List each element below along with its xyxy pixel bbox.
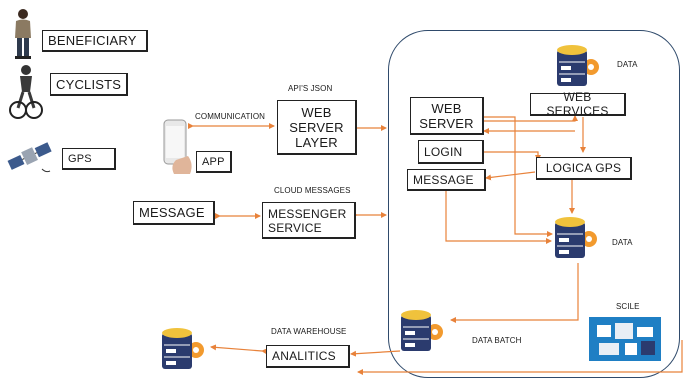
messenger-line-2: SERVICE [268, 221, 322, 235]
analitics-label: ANALITICS [272, 349, 336, 363]
web-server-layer-line-2: SERVER [289, 119, 344, 135]
web-server-line-2: SERVER [419, 115, 474, 131]
data-top-label: DATA [617, 60, 638, 69]
gps-label: GPS [68, 152, 92, 165]
satellite-icon [7, 142, 52, 173]
app-label: APP [202, 155, 225, 168]
logica-gps-label: LOGICA GPS [545, 161, 622, 175]
app-box: APP [196, 151, 232, 173]
message-cloud-label: MESSAGE [413, 172, 474, 187]
analitics-box: ANALITICS [266, 345, 350, 368]
arrow-server-data [484, 116, 553, 237]
cyclists-box: CYCLISTS [50, 73, 128, 96]
arrow-login-logica [484, 151, 541, 161]
data-batch-label: DATA BATCH [472, 336, 522, 345]
beneficiary-box: BENEFICIARY [42, 30, 148, 52]
web-server-layer-line-1: WEB [301, 104, 332, 120]
arrow-analitics-warehouse [210, 344, 268, 355]
data-mid-label: DATA [612, 238, 633, 247]
person-icon [15, 9, 31, 59]
arrow-batch-analitics [350, 350, 401, 357]
database-icon [401, 310, 443, 351]
scile-label: SCILE [616, 302, 640, 311]
web-services-label: WEB SERVICES [546, 90, 609, 118]
logica-gps-box: LOGICA GPS [536, 157, 632, 180]
cloud-boundary [388, 30, 680, 378]
data-warehouse-label: DATA WAREHOUSE [271, 327, 347, 336]
message-box-cloud: MESSAGE [407, 169, 486, 191]
web-server-layer-box: WEB SERVER LAYER [277, 100, 357, 155]
messenger-line-1: MESSENGER [268, 207, 347, 221]
arrow-logica-message [485, 171, 536, 181]
web-server-line-1: WEB [431, 100, 462, 116]
messenger-service-box: MESSENGER SERVICE [262, 202, 356, 239]
web-services-box: WEB SERVICES [530, 90, 626, 118]
database-icon [557, 45, 599, 86]
arrow-message-data [445, 190, 552, 244]
smartphone-icon [163, 119, 192, 174]
arrow-scile-return [357, 340, 683, 375]
dashboard-icon [589, 317, 661, 361]
web-server-layer-line-3: LAYER [295, 134, 338, 150]
cyclists-label: CYCLISTS [56, 76, 122, 92]
web-server-box: WEB SERVER [410, 97, 484, 135]
apis-json-label: API'S JSON [288, 84, 333, 93]
beneficiary-label: BENEFICIARY [48, 33, 137, 48]
arrow-data-batch [450, 263, 579, 323]
cloud-messages-label: CLOUD MESSAGES [274, 186, 351, 195]
gps-box: GPS [62, 148, 116, 170]
database-icon [555, 217, 597, 258]
cyclist-icon [9, 65, 43, 119]
message-left-label: MESSAGE [139, 205, 205, 220]
communication-label: COMMUNICATION [195, 112, 266, 121]
login-label: LOGIN [424, 144, 463, 159]
arrow-server-services [484, 115, 578, 122]
login-box: LOGIN [418, 140, 484, 164]
database-icon [162, 328, 204, 369]
message-box-left: MESSAGE [133, 201, 215, 225]
